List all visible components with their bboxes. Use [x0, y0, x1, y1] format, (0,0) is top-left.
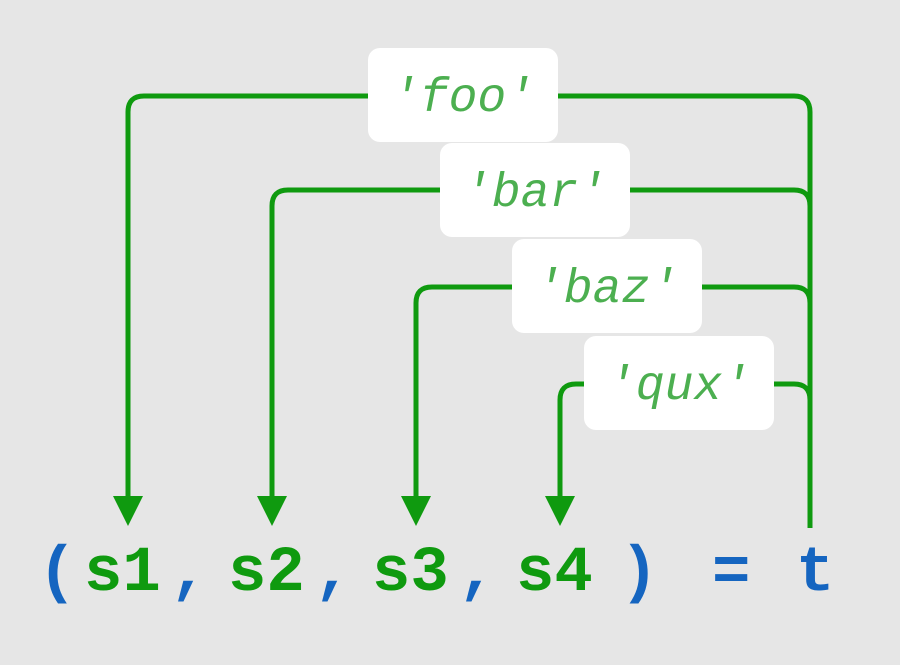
target-s1: s1: [84, 538, 161, 610]
value-label-box: [368, 48, 558, 142]
value-label-box: [512, 239, 702, 333]
value-label-text: 'foo': [391, 72, 535, 126]
connector-line: [125, 93, 813, 500]
arrowhead-icon: [113, 496, 143, 526]
arrows: [113, 93, 813, 528]
connector-line: [557, 381, 813, 500]
comma-3: ,: [458, 538, 496, 610]
target-s3: s3: [372, 538, 449, 610]
value-label-box: [440, 143, 630, 237]
arrowhead-icon: [257, 496, 287, 526]
equals-sign: =: [712, 538, 750, 610]
comma-1: ,: [170, 538, 208, 610]
value-labels: 'foo' 'bar' 'baz' 'qux': [368, 48, 774, 430]
value-label-text: 'qux': [607, 360, 751, 414]
connector-line: [413, 284, 813, 500]
close-paren: ): [620, 538, 658, 610]
unpacking-statement: ( s1 , s2 , s3 , s4 ) = t: [38, 538, 834, 610]
value-label-text: 'bar': [463, 167, 607, 221]
target-s2: s2: [228, 538, 305, 610]
source-t: t: [796, 538, 834, 610]
comma-2: ,: [314, 538, 352, 610]
value-label-text: 'baz': [535, 263, 679, 317]
value-label-box: [584, 336, 774, 430]
connector-line: [269, 187, 813, 500]
arrowhead-icon: [401, 496, 431, 526]
target-s4: s4: [516, 538, 593, 610]
open-paren: (: [38, 538, 76, 610]
arrowhead-icon: [545, 496, 575, 526]
